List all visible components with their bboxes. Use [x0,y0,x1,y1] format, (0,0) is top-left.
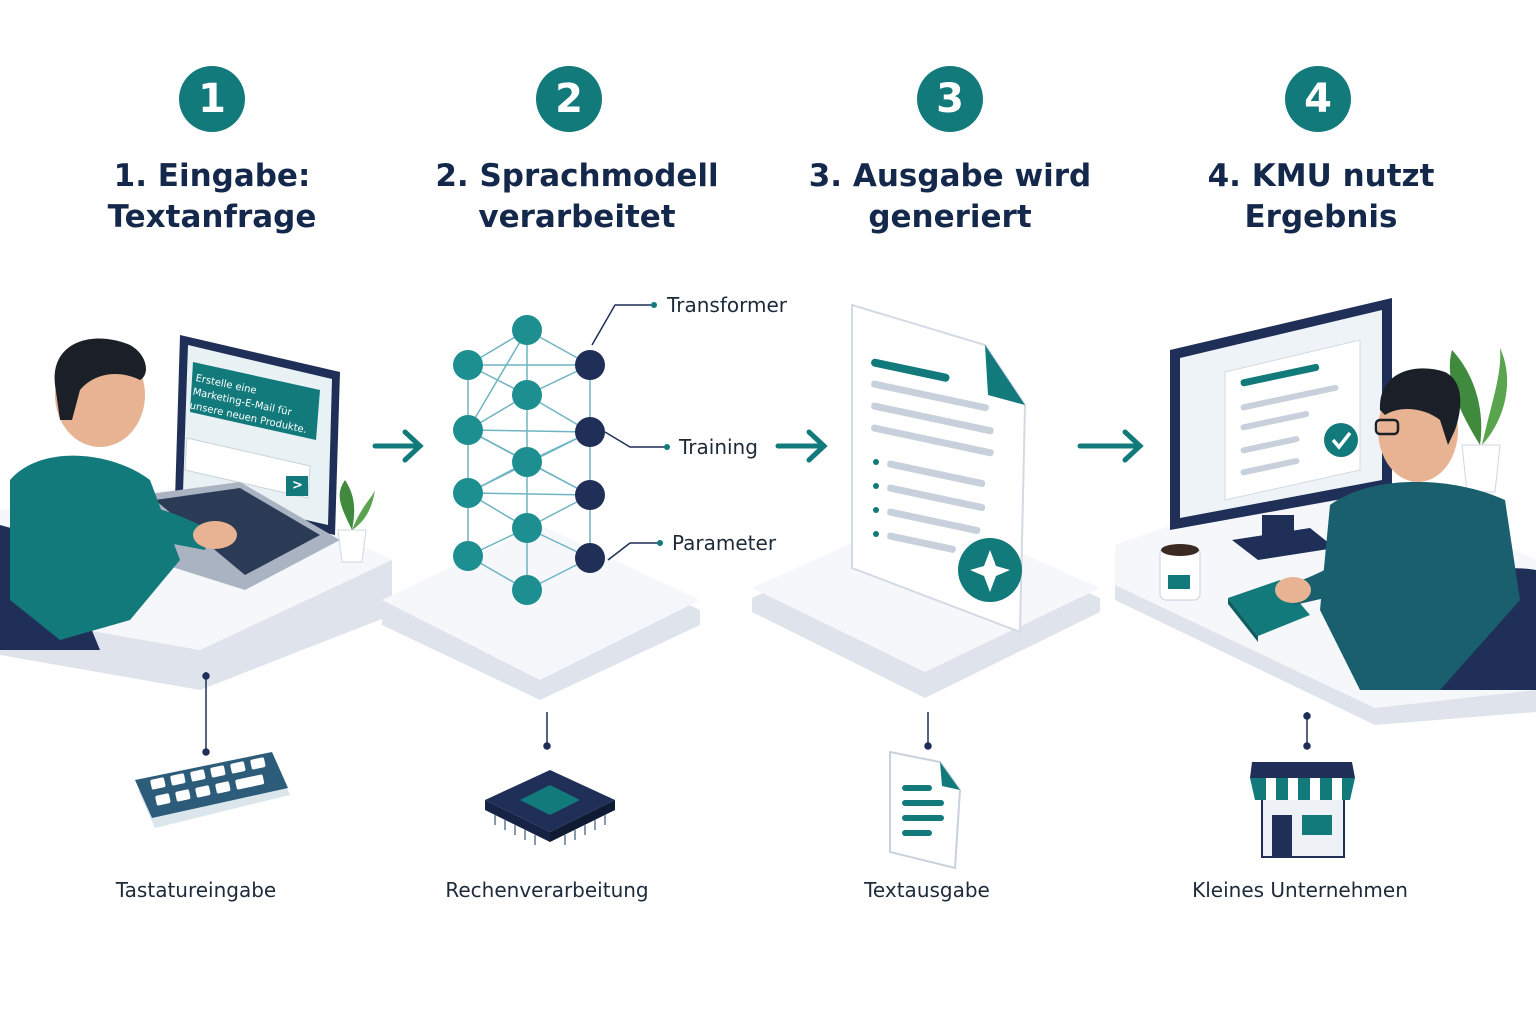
step-title-4-line1: 4. KMU nutzt [1207,158,1435,194]
send-button-shape [286,476,308,496]
document-fold [985,345,1025,405]
step2-scene [382,302,700,700]
step-title-3-line2: generiert [868,199,1032,235]
label-parameter: Parameter [672,531,777,555]
caption-3: Textausgabe [864,878,990,902]
platform-2-top [382,525,700,680]
step-badge-1: 1 [179,66,245,132]
person-1-hand [193,521,237,549]
store-icon [1250,762,1355,858]
laptop-1-keys [155,488,320,575]
arrow-2 [775,429,828,463]
sparkle-icon [970,550,1010,592]
step4-scene [1115,298,1536,725]
prompt-bubble [190,362,320,440]
step3-scene [752,303,1100,698]
network-nodes [453,315,605,605]
step-title-2: 2. Sprachmodell verarbeitet [397,156,757,238]
check-badge [1324,423,1358,457]
caption-2: Rechenverarbeitung [445,878,649,902]
person-4-hand [1275,577,1311,603]
step-title-1-line1: 1. Eingabe: [113,158,311,194]
step-title-4: 4. KMU nutzt Ergebnis [1141,156,1501,238]
step-title-2-line1: 2. Sprachmodell [435,158,719,194]
step-title-4-line2: Ergebnis [1244,199,1398,235]
keyboard-icon [135,752,290,828]
prompt-input [184,437,311,499]
step-badge-3: 3 [917,66,983,132]
label-training: Training [679,435,758,459]
step-title-2-line2: verarbeitet [478,199,676,235]
person-4-torso [1320,481,1520,690]
model-label-leaders [591,302,670,561]
document-icon [889,750,962,870]
step-badge-4: 4 [1285,66,1351,132]
arrow-3 [1077,429,1144,463]
plant-4-leaf [1449,350,1482,445]
step1-scene [0,335,392,690]
caption-1: Tastatureingabe [115,878,277,902]
prompt-send-button[interactable]: > [292,478,303,493]
step-title-3: 3. Ausgabe wird generiert [770,156,1130,238]
plant-4-pot [1461,444,1501,493]
step-title-1: 1. Eingabe: Textanfrage [32,156,392,238]
step-title-3-line1: 3. Ausgabe wird [808,158,1092,194]
step-badge-2: 2 [536,66,602,132]
plant-1-leaf [339,480,355,530]
label-transformer: Transformer [667,293,788,317]
chip-icon [485,770,615,845]
bottom-connectors [202,672,1311,756]
caption-4: Kleines Unternehmen [1192,878,1408,902]
step-title-1-line2: Textanfrage [107,199,317,235]
person-1-torso [10,455,180,640]
glasses [1374,418,1400,436]
check-icon [1331,431,1352,450]
arrow-1 [372,429,424,463]
person-1-arm [130,505,210,550]
plant-1-pot [337,529,367,563]
person-4-hair [1379,368,1461,445]
person-1-hair [54,338,146,420]
